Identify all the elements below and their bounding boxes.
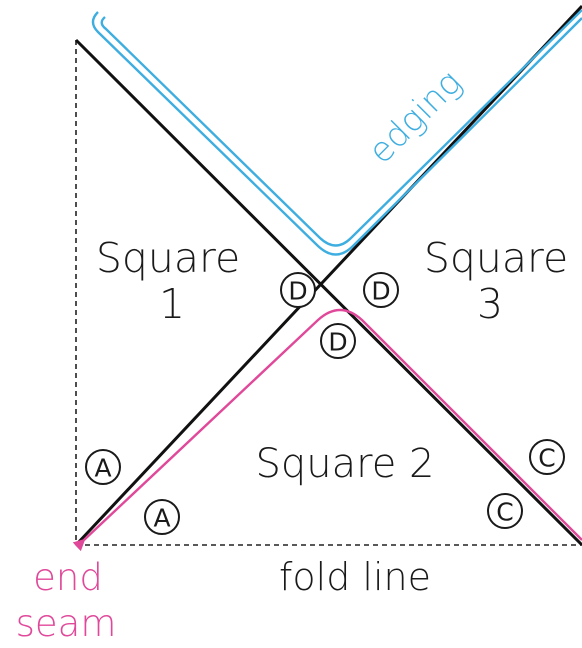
marker-c-outer: C [529, 439, 565, 475]
svg-text:D: D [288, 277, 307, 306]
diagonal-seam-left-to-right [74, 38, 582, 547]
svg-text:D: D [328, 328, 347, 357]
marker-d-left: D [280, 272, 316, 308]
marker-d-center: D [320, 323, 356, 359]
diagonal-seam-right-to-left [74, 4, 582, 547]
svg-text:C: C [496, 498, 513, 527]
square1-label-line1: Square [96, 234, 240, 282]
end-seam-label-line1: end [33, 556, 103, 599]
svg-text:A: A [94, 454, 111, 483]
square2-label: Square 2 [256, 441, 435, 487]
svg-text:C: C [538, 444, 555, 473]
edging-outline-inner [100, 9, 582, 247]
marker-d-right: D [363, 272, 399, 308]
end-seam-label-line2: seam [16, 602, 117, 645]
edging-outline [91, 11, 582, 256]
square1-label-line2: 1 [159, 280, 185, 328]
fold-line-label: fold line [279, 555, 431, 599]
svg-text:D: D [371, 277, 390, 306]
square3-label-line2: 3 [477, 280, 503, 328]
marker-a-outer: A [85, 449, 121, 485]
square3-label-line1: Square [424, 234, 568, 282]
edging-label: edging [361, 63, 470, 172]
marker-a-inner: A [144, 499, 180, 535]
marker-c-inner: C [487, 493, 523, 529]
svg-text:A: A [153, 504, 170, 533]
end-seam-line [72, 308, 582, 552]
